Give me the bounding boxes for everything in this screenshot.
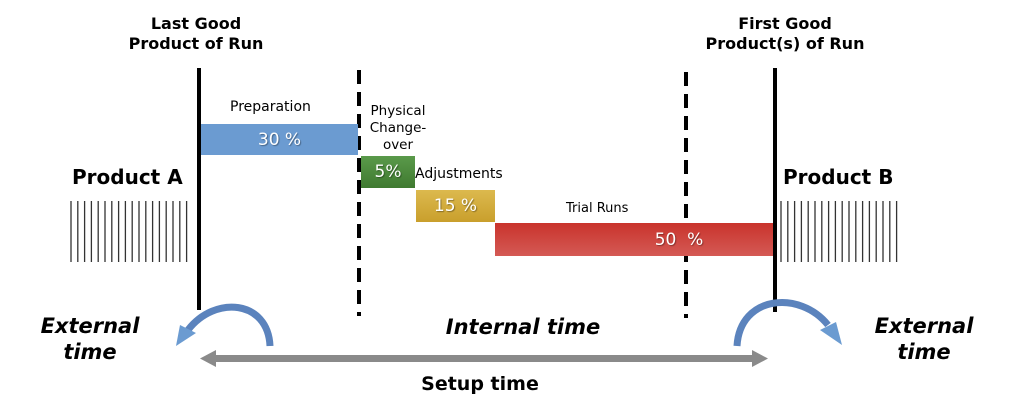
trial-runs-label: Trial Runs: [566, 201, 629, 216]
physical-changeover-label: Physical Change- over: [365, 103, 431, 154]
hatch-product-a: [70, 201, 188, 262]
physical-changeover-bar: 5%: [361, 156, 415, 188]
curved-arrow-left-icon: [176, 303, 274, 347]
preparation-label: Preparation: [230, 99, 311, 115]
trial-runs-bar: 50 %: [495, 223, 773, 256]
label-line: time: [63, 340, 117, 364]
product-a-label: Product A: [72, 165, 183, 189]
title-first-good-product: First Good Product(s) of Run: [700, 14, 870, 54]
internal-time-label: Internal time: [445, 315, 601, 339]
label-line: External: [874, 314, 974, 338]
label-line: over: [382, 137, 414, 153]
adjustments-bar: 15 %: [416, 190, 495, 222]
preparation-bar: 30 %: [201, 124, 358, 155]
product-b-label: Product B: [783, 165, 894, 189]
external-time-right-label: External time: [863, 313, 985, 365]
setup-time-label: Setup time: [421, 373, 539, 395]
label-line: Change-: [369, 120, 427, 136]
label-line: External: [40, 314, 140, 338]
hatch-product-b: [780, 201, 898, 262]
title-line: Last Good: [150, 14, 242, 33]
label-line: time: [897, 340, 951, 364]
title-line: First Good: [738, 14, 832, 33]
label-line: Physical: [370, 103, 426, 119]
external-time-left-label: External time: [20, 313, 160, 365]
curved-arrow-right-icon: [733, 299, 842, 347]
title-line: Product(s) of Run: [705, 34, 865, 53]
adjustments-label: Adjustments: [415, 166, 503, 182]
title-last-good-product: Last Good Product of Run: [116, 14, 276, 54]
setup-time-arrow: [200, 350, 768, 367]
title-line: Product of Run: [128, 34, 264, 53]
